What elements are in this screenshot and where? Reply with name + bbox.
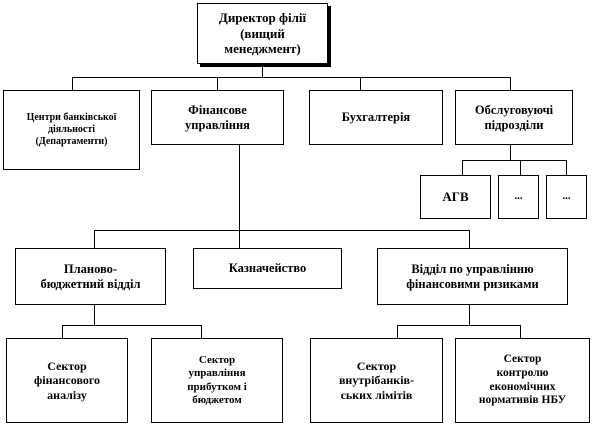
node-accounting-label: Бухгалтерія bbox=[341, 110, 411, 124]
node-service: Обслуговуючі підрозділи bbox=[455, 90, 573, 145]
node-centers: Центри банківської діяльності (Департаме… bbox=[3, 90, 140, 170]
node-norms-label: Сектор контролю економічних нормативів Н… bbox=[478, 352, 567, 407]
node-agv: АГВ bbox=[420, 175, 491, 219]
node-dash1: ... bbox=[498, 175, 539, 219]
node-analysis-label: Сектор фінансового аналізу bbox=[33, 358, 101, 402]
node-limits: Сектор внутрібанків- ських лімітів bbox=[310, 338, 443, 423]
node-agv-label: АГВ bbox=[442, 189, 469, 205]
node-service-label: Обслуговуючі підрозділи bbox=[474, 102, 554, 132]
node-profit-label: Сектор управління прибутком і бюджетом bbox=[187, 354, 247, 406]
node-dash2-label: ... bbox=[562, 190, 571, 203]
node-risk: Відділ по управлінню фінансовими ризикам… bbox=[377, 248, 568, 305]
node-dash2: ... bbox=[546, 175, 587, 219]
node-finance: Фінансове управління bbox=[151, 90, 284, 145]
node-treasury: Казначейство bbox=[193, 248, 342, 289]
node-analysis: Сектор фінансового аналізу bbox=[6, 338, 128, 423]
node-director-label: Директор філії (вищий менеджмент) bbox=[218, 10, 307, 57]
node-centers-label: Центри банківської діяльності (Департаме… bbox=[26, 112, 117, 147]
node-accounting: Бухгалтерія bbox=[309, 90, 443, 145]
node-planning: Планово- бюджетний відділ bbox=[15, 248, 166, 305]
node-limits-label: Сектор внутрібанків- ських лімітів bbox=[338, 358, 415, 402]
node-treasury-label: Казначейство bbox=[228, 261, 307, 275]
node-finance-label: Фінансове управління bbox=[185, 102, 250, 132]
node-risk-label: Відділ по управлінню фінансовими ризикам… bbox=[406, 261, 539, 291]
node-profit: Сектор управління прибутком і бюджетом bbox=[151, 338, 283, 423]
node-norms: Сектор контролю економічних нормативів Н… bbox=[455, 338, 590, 423]
node-dash1-label: ... bbox=[514, 190, 523, 203]
node-planning-label: Планово- бюджетний відділ bbox=[40, 261, 141, 291]
node-director: Директор філії (вищий менеджмент) bbox=[197, 3, 328, 64]
